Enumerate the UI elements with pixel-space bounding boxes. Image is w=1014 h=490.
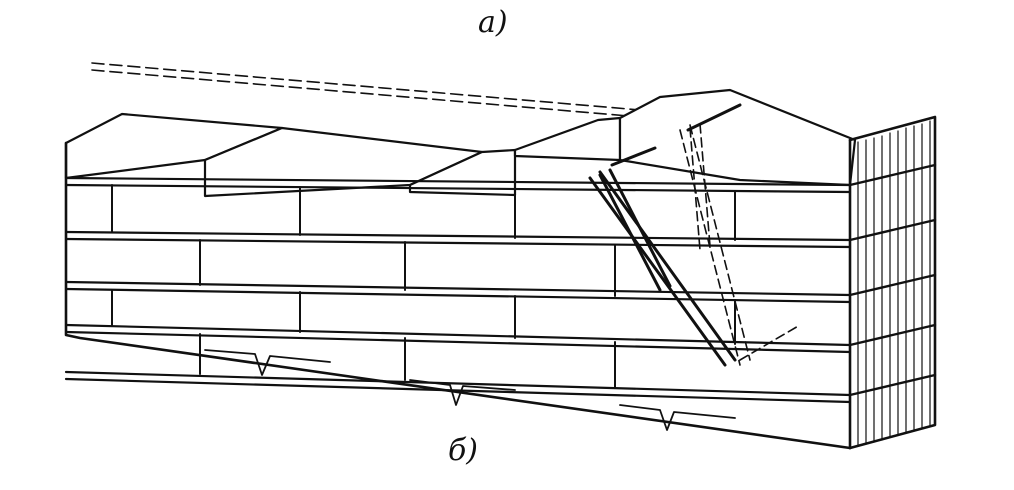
figure-label-a: а) [478, 5, 508, 40]
tool-frame [588, 103, 742, 367]
side-face-joints [848, 163, 937, 397]
tool-dashed-position [679, 123, 801, 366]
figure-label-b: б) [448, 433, 479, 468]
break-marks [204, 349, 736, 431]
dashed-guide-line [91, 62, 641, 118]
mortar-joints [64, 176, 852, 404]
top-brick-row [64, 88, 857, 198]
brick-vertical-joints [111, 184, 736, 389]
